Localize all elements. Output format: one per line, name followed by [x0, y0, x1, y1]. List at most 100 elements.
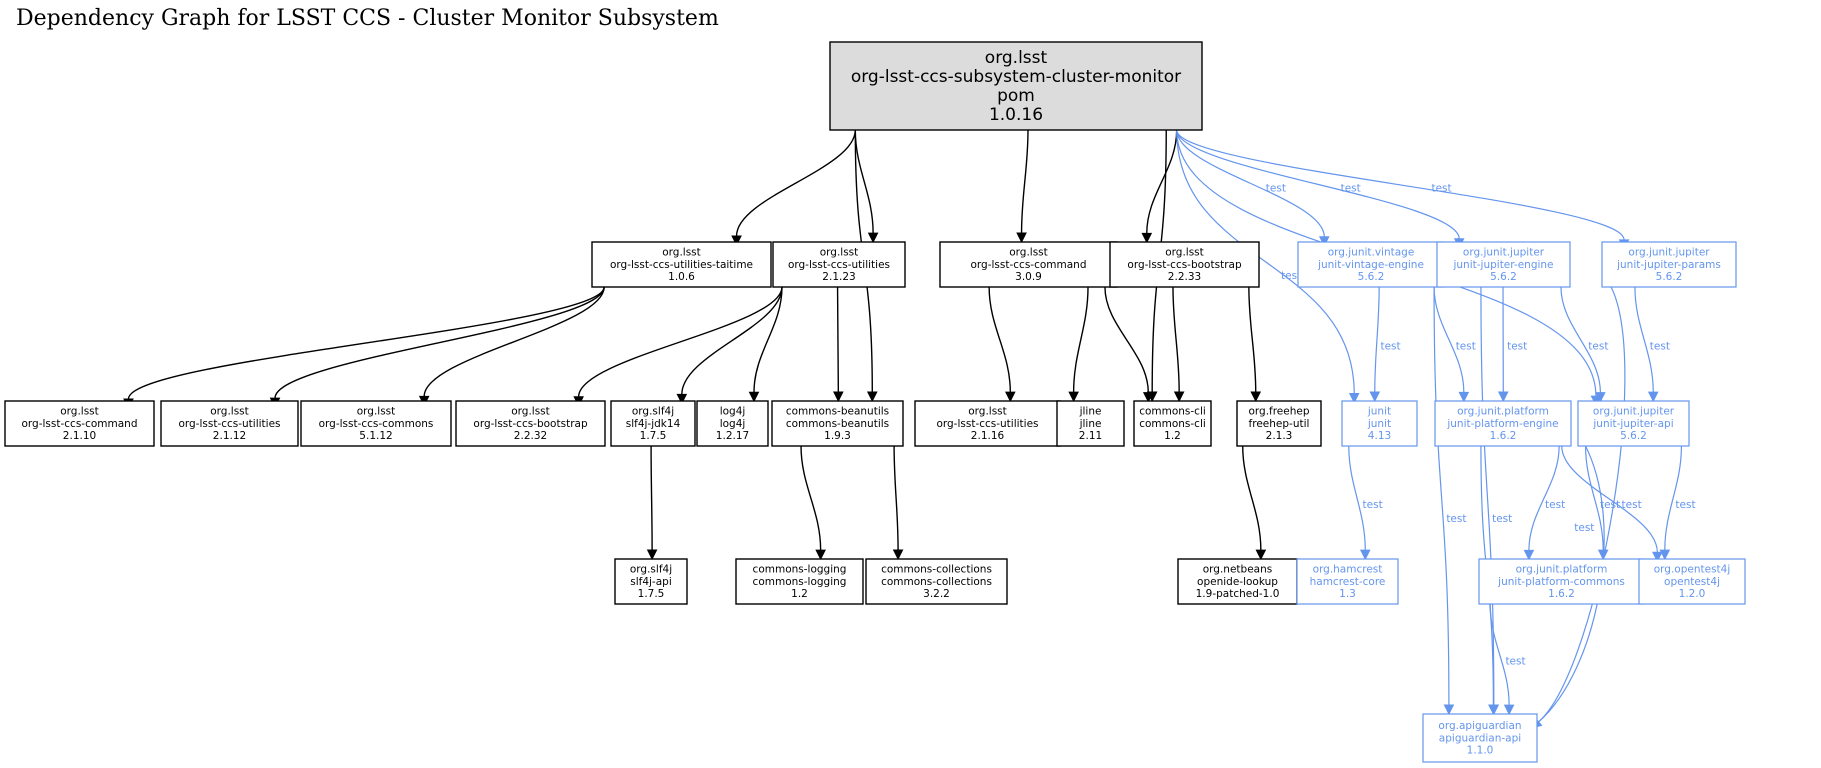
- node-label-line: org.hamcrest: [1313, 564, 1383, 576]
- node-label-line: 5.6.2: [1490, 271, 1517, 283]
- node-label-line: 2.1.10: [63, 430, 96, 442]
- dependency-edge-vintage-junit: test: [1369, 286, 1401, 403]
- node-label-line: org.freehep: [1248, 406, 1309, 418]
- node-label-line: commons-beanutils: [786, 418, 889, 430]
- node-pengine[interactable]: org.junit.platformjunit-platform-engine1…: [1434, 400, 1572, 447]
- dependency-edge-root-util2123: [854, 129, 879, 244]
- node-label-line: 2.11: [1079, 430, 1102, 442]
- node-label-line: log4j: [720, 418, 746, 430]
- dependency-edge-jengine-pengine: test: [1497, 286, 1527, 403]
- node-label-line: slf4j-api: [630, 576, 672, 588]
- dependency-edge-slf4jjdk-slf4japi: [646, 445, 658, 561]
- edge-label: test: [1588, 341, 1608, 353]
- node-label-line: 1.6.2: [1548, 588, 1575, 600]
- node-label-line: opentest4j: [1664, 576, 1720, 588]
- node-label-line: 2.2.33: [1168, 271, 1201, 283]
- dependency-edge-root-junit: test: [1176, 129, 1360, 404]
- node-label-line: pom: [997, 86, 1035, 106]
- dependency-edge-taitime-commons5112: [418, 286, 605, 407]
- node-label-line: 2.1.23: [822, 271, 855, 283]
- edge-label: test: [1266, 183, 1286, 195]
- edge-label: test: [1431, 183, 1451, 195]
- node-root[interactable]: org.lsstorg-lsst-ccs-subsystem-cluster-m…: [829, 41, 1203, 131]
- node-label-line: org-lsst-ccs-bootstrap: [1127, 259, 1242, 271]
- node-label-line: junit: [1367, 406, 1391, 418]
- node-label-line: 3.0.9: [1015, 271, 1042, 283]
- node-label-line: org.netbeans: [1203, 564, 1272, 576]
- dependency-edge-util2123-boot2232: [573, 286, 783, 407]
- node-label-line: apiguardian-api: [1439, 732, 1521, 744]
- node-vintage[interactable]: org.junit.vintagejunit-vintage-engine5.6…: [1297, 241, 1445, 288]
- node-jengine[interactable]: org.junit.jupiterjunit-jupiter-engine5.6…: [1436, 241, 1571, 288]
- node-label-line: 1.9-patched-1.0: [1196, 588, 1280, 600]
- node-label-line: commons-cli: [1139, 406, 1206, 418]
- node-label-line: org.slf4j: [632, 406, 674, 418]
- edge-label: test: [1675, 499, 1695, 511]
- dependency-edge-pengine-pcommons: test: [1523, 445, 1565, 561]
- node-pcommons[interactable]: org.junit.platformjunit-platform-commons…: [1478, 558, 1645, 605]
- dependency-edge-taitime-util2112: [269, 286, 605, 409]
- node-label-line: 1.7.5: [638, 588, 665, 600]
- node-label-line: freehep-util: [1249, 418, 1310, 430]
- node-label-line: org-lsst-ccs-utilities: [936, 418, 1038, 430]
- node-jparams[interactable]: org.junit.jupiterjunit-jupiter-params5.6…: [1601, 241, 1737, 288]
- dependency-edge-boot2233-cli: [1172, 286, 1185, 403]
- node-openide[interactable]: org.netbeansopenide-lookup1.9-patched-1.…: [1177, 558, 1298, 605]
- node-label-line: 1.1.0: [1467, 745, 1494, 757]
- node-label-line: org-lsst-ccs-command: [22, 418, 138, 430]
- node-label-line: 1.7.5: [640, 430, 667, 442]
- node-label-line: commons-collections: [881, 576, 992, 588]
- dependency-edge-jengine-japi: test: [1560, 286, 1608, 403]
- edge-label: test: [1600, 499, 1620, 511]
- dependency-edge-vintage-apiguardian: test: [1433, 286, 1466, 716]
- node-label-line: org.lsst: [985, 48, 1048, 68]
- node-label-line: org-lsst-ccs-command: [971, 259, 1087, 271]
- node-label-line: commons-beanutils: [786, 406, 889, 418]
- edge-label: test: [1622, 499, 1642, 511]
- node-label-line: 1.9.3: [824, 430, 851, 442]
- node-taitime[interactable]: org.lsstorg-lsst-ccs-utilities-taitime1.…: [591, 241, 772, 288]
- node-label-line: junit-platform-engine: [1446, 418, 1558, 430]
- node-label-line: 1.2: [791, 588, 808, 600]
- node-label-line: 5.6.2: [1656, 271, 1683, 283]
- node-label-line: org.junit.jupiter: [1593, 406, 1675, 418]
- node-label-line: 5.6.2: [1620, 430, 1647, 442]
- node-label-line: org-lsst-ccs-subsystem-cluster-monitor: [851, 67, 1181, 87]
- node-label-line: org.lsst: [210, 406, 249, 418]
- dependency-edge-pengine-opentest: test: [1561, 445, 1663, 563]
- dependency-edge-root-taitime: [731, 129, 856, 247]
- node-ccoll[interactable]: commons-collectionscommons-collections3.…: [865, 558, 1008, 605]
- node-label-line: commons-logging: [753, 564, 847, 576]
- dependency-edge-util2123-beanutils: [833, 286, 844, 403]
- node-label-line: org-lsst-ccs-utilities: [178, 418, 280, 430]
- node-label-line: org.junit.vintage: [1328, 247, 1415, 259]
- node-label-line: org.lsst: [60, 406, 99, 418]
- node-label-line: org.lsst: [511, 406, 550, 418]
- node-label-line: slf4j-jdk14: [626, 418, 681, 430]
- dependency-edge-vintage-pengine: test: [1433, 286, 1476, 403]
- dependency-edge-root-jparams: test: [1176, 129, 1630, 250]
- node-label-line: 2.1.16: [971, 430, 1005, 442]
- node-label-line: 1.6.2: [1490, 430, 1517, 442]
